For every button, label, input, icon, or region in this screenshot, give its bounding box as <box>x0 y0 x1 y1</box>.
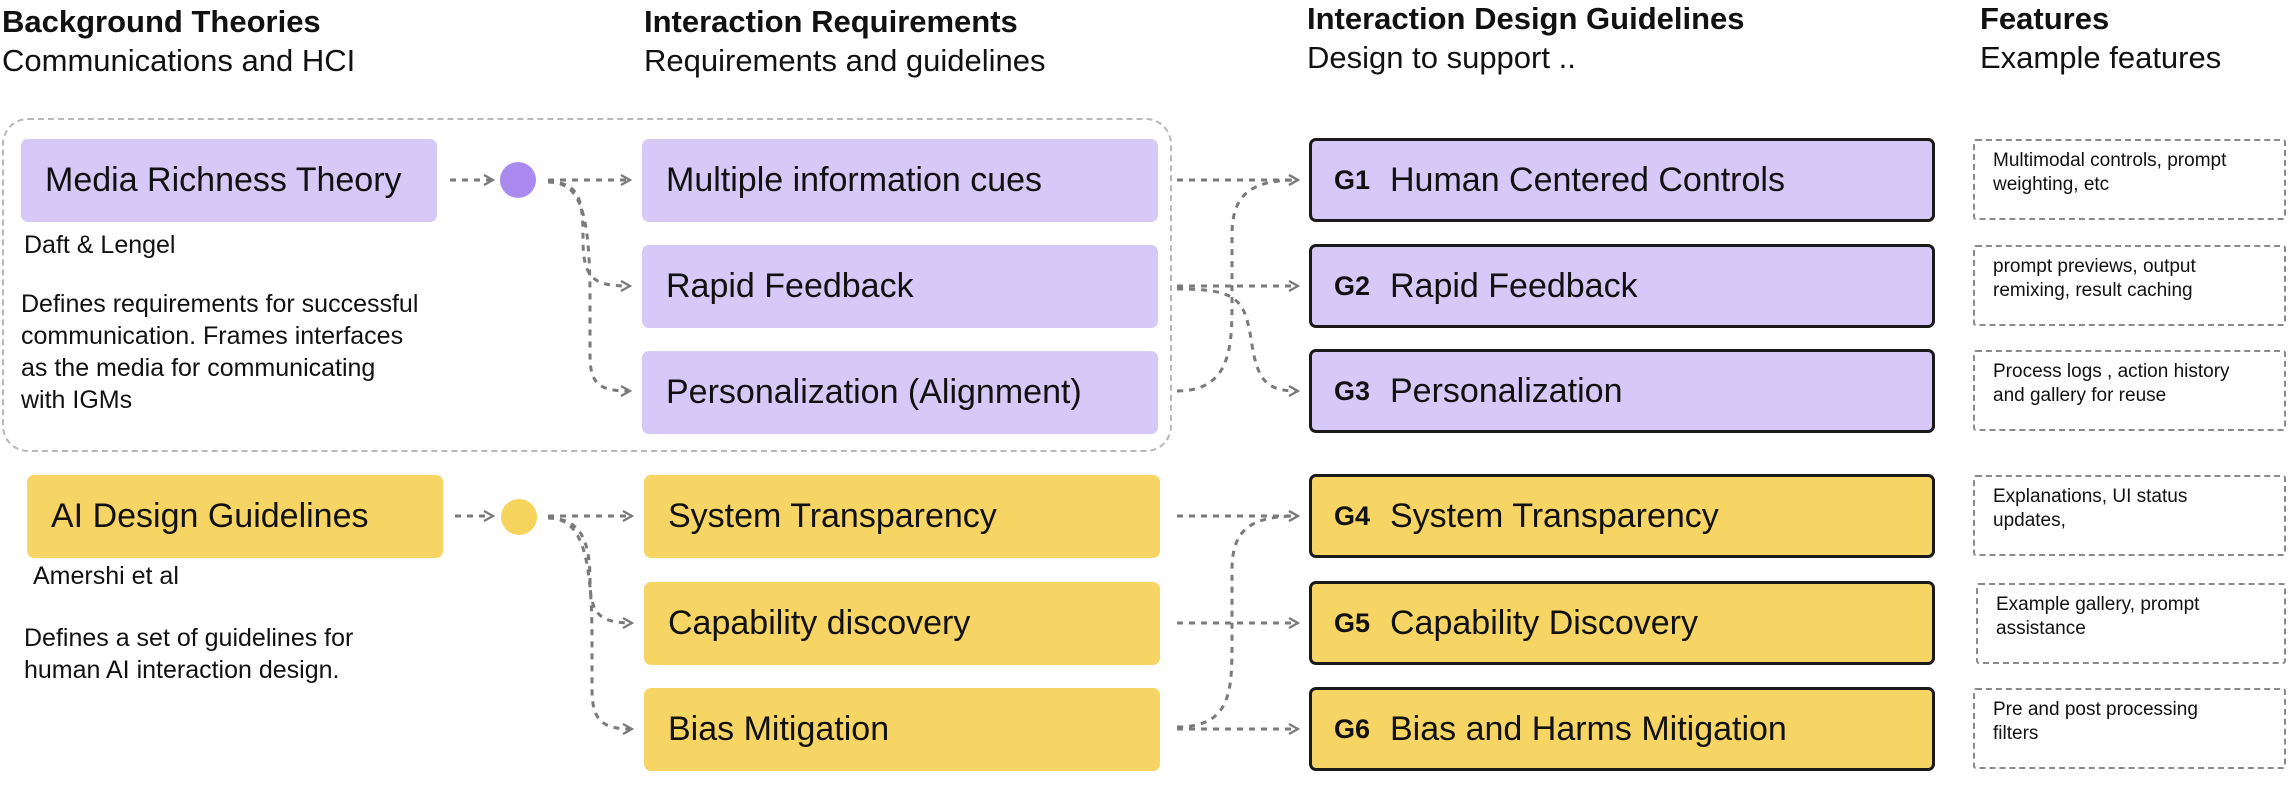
theory-author: Daft & Lengel <box>24 231 176 259</box>
column-header-features: Features Example features <box>1980 0 2221 78</box>
guideline-id: G3 <box>1334 375 1371 406</box>
media-richness-group-outline <box>2 118 1172 452</box>
guideline-box-g2: G2 Rapid Feedback <box>1309 244 1935 328</box>
feature-line: assistance <box>1996 618 2086 639</box>
column-title: Interaction Requirements <box>644 4 1018 39</box>
column-title: Background Theories <box>2 4 321 39</box>
requirement-label: System Transparency <box>668 497 997 535</box>
guideline-box-g6: G6 Bias and Harms Mitigation <box>1309 687 1935 771</box>
feature-box-g2: prompt previews, output remixing, result… <box>1973 245 2286 326</box>
description-line: Defines a set of guidelines for <box>24 624 354 652</box>
connector-arrow <box>547 180 630 391</box>
description-line: with IGMs <box>21 386 133 414</box>
feature-line: Multimodal controls, prompt <box>1993 150 2227 171</box>
guideline-label: Bias and Harms Mitigation <box>1390 709 1787 748</box>
column-subtitle: Requirements and guidelines <box>644 43 1046 78</box>
feature-box-g5: Example gallery, prompt assistance <box>1976 583 2286 664</box>
connector-arrow <box>1176 287 1298 391</box>
requirement-box-personalization: Personalization (Alignment) <box>642 351 1158 434</box>
guideline-label: System Transparency <box>1390 496 1719 535</box>
connector-arrow <box>1176 516 1298 729</box>
feature-line: filters <box>1993 723 2039 744</box>
column-header-guidelines: Interaction Design Guidelines Design to … <box>1307 0 1745 78</box>
feature-line: Example gallery, prompt <box>1996 594 2200 615</box>
feature-line: Process logs , action history <box>1993 361 2230 382</box>
requirement-box-bias-mitigation: Bias Mitigation <box>644 688 1160 771</box>
junction-dot <box>501 499 537 535</box>
guideline-box-g4: G4 System Transparency <box>1309 474 1935 558</box>
column-title: Features <box>1980 1 2110 36</box>
feature-line: weighting, etc <box>1993 174 2110 195</box>
feature-line: Pre and post processing <box>1993 699 2198 720</box>
junction-dot <box>500 162 536 198</box>
connector-arrow <box>1176 180 1298 393</box>
column-header-background: Background Theories Communications and H… <box>2 3 355 81</box>
requirement-box-rapid-feedback: Rapid Feedback <box>642 245 1158 328</box>
connector-arrow <box>547 180 630 286</box>
guideline-id: G2 <box>1334 270 1371 301</box>
connector-arrow <box>547 516 632 729</box>
column-subtitle: Example features <box>1980 40 2222 75</box>
guideline-id: G5 <box>1334 607 1371 638</box>
requirement-label: Capability discovery <box>668 604 971 642</box>
guideline-label: Personalization <box>1390 371 1623 410</box>
feature-box-g4: Explanations, UI status updates, <box>1973 475 2286 556</box>
guideline-label: Human Centered Controls <box>1390 160 1785 199</box>
theory-box-ai-design-guidelines: AI Design Guidelines <box>27 475 443 558</box>
theory-description: Defines requirements for successful comm… <box>21 288 418 416</box>
requirement-label: Bias Mitigation <box>668 710 890 748</box>
guideline-box-g1: G1 Human Centered Controls <box>1309 138 1935 222</box>
requirement-box-multiple-information-cues: Multiple information cues <box>642 139 1158 222</box>
feature-box-g1: Multimodal controls, prompt weighting, e… <box>1973 139 2286 220</box>
description-line: human AI interaction design. <box>24 656 340 684</box>
feature-line: Explanations, UI status <box>1993 486 2188 507</box>
guideline-id: G6 <box>1334 713 1371 744</box>
description-line: as the media for communicating <box>21 354 376 382</box>
column-subtitle: Design to support .. <box>1307 40 1576 75</box>
guideline-id: G4 <box>1334 500 1371 531</box>
requirement-label: Rapid Feedback <box>666 267 914 305</box>
guideline-box-g3: G3 Personalization <box>1309 349 1935 433</box>
guideline-label: Rapid Feedback <box>1390 266 1638 305</box>
requirement-box-system-transparency: System Transparency <box>644 475 1160 558</box>
guideline-box-g5: G5 Capability Discovery <box>1309 581 1935 665</box>
guideline-id: G1 <box>1334 164 1371 195</box>
description-line: communication. Frames interfaces <box>21 322 404 350</box>
feature-box-g6: Pre and post processing filters <box>1973 688 2286 769</box>
feature-box-g3: Process logs , action history and galler… <box>1973 350 2286 431</box>
requirement-label: Multiple information cues <box>666 161 1043 199</box>
feature-line: prompt previews, output <box>1993 256 2196 277</box>
requirement-label: Personalization (Alignment) <box>666 373 1082 411</box>
connector-arrow <box>547 516 632 623</box>
theory-name: AI Design Guidelines <box>51 497 369 535</box>
column-header-requirements: Interaction Requirements Requirements an… <box>644 3 1046 81</box>
description-line: Defines requirements for successful <box>21 290 419 318</box>
feature-line: and gallery for reuse <box>1993 385 2167 406</box>
feature-line: remixing, result caching <box>1993 280 2193 301</box>
feature-line: updates, <box>1993 510 2066 531</box>
theory-description: Defines a set of guidelines for human AI… <box>24 622 353 686</box>
theory-author: Amershi et al <box>33 562 179 590</box>
theory-box-media-richness: Media Richness Theory <box>21 139 437 222</box>
guideline-label: Capability Discovery <box>1390 603 1698 642</box>
column-subtitle: Communications and HCI <box>2 43 356 78</box>
requirement-box-capability-discovery: Capability discovery <box>644 582 1160 665</box>
column-title: Interaction Design Guidelines <box>1307 1 1745 36</box>
theory-name: Media Richness Theory <box>45 161 402 199</box>
